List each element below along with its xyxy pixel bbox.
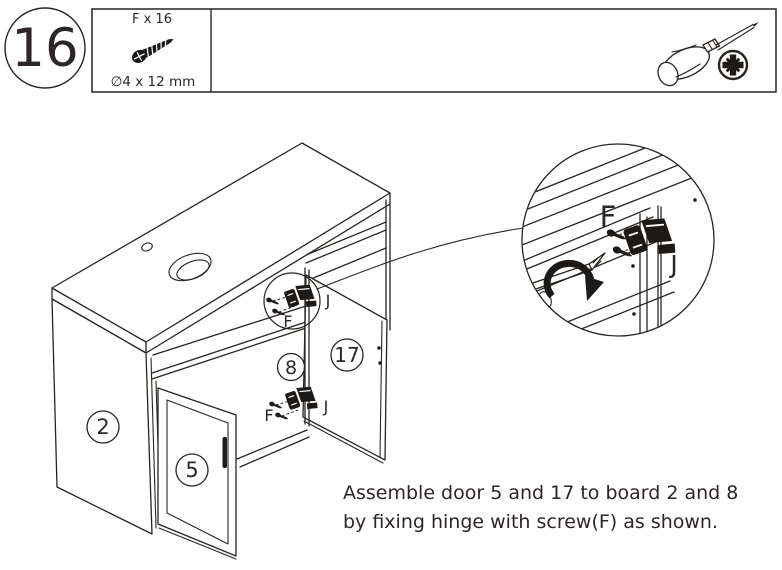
part-label-8: 8 [285, 357, 297, 379]
callout-connector-line [316, 227, 524, 290]
door-handle [222, 437, 227, 468]
lower-hinge-icon [268, 382, 320, 422]
caption-line-1: Assemble door 5 and 17 to board 2 and 8 [343, 482, 738, 504]
screwdriver-icon [657, 22, 759, 87]
rotation-arrow-icon [543, 259, 604, 301]
bottom-edge [236, 429, 310, 468]
part-balloon-17 [330, 338, 364, 372]
detail-callout-circle-small [263, 272, 321, 330]
lower-hinge-label: J [323, 397, 329, 416]
top-pilot-hole [141, 242, 153, 252]
cable-grommet-hole [168, 252, 212, 282]
detail-hinge-icon [605, 211, 679, 268]
detail-screw-label: F [600, 200, 617, 234]
caption-line-2: by fixing hinge with screw(F) as shown. [343, 511, 718, 533]
screw-count-label: F x 16 [132, 12, 172, 27]
screw-icon [131, 38, 174, 63]
phillips-bit-icon [717, 49, 749, 81]
part-label-2: 2 [96, 415, 109, 439]
instruction-caption: Assemble door 5 and 17 to board 2 and 8 … [343, 482, 738, 533]
part-balloon-5 [175, 453, 209, 487]
upper-hinge-screw-label: F [283, 312, 292, 331]
right-edge [385, 199, 391, 331]
screw-size-label: ∅4 x 12 mm [111, 74, 196, 90]
step-header: 16 [4, 7, 86, 89]
part-label-17: 17 [334, 343, 359, 367]
step-number-circle [4, 7, 86, 89]
part-label-5: 5 [185, 458, 198, 482]
detail-callout-circle-large [521, 143, 715, 337]
lower-hinge-screw-label: F [264, 406, 273, 425]
part-balloon-8 [276, 352, 306, 382]
step-number: 16 [11, 18, 78, 79]
detail-view: F J [521, 143, 715, 337]
cabinet-illustration: F J F J 2 5 8 17 [51, 142, 391, 560]
hardware-panel: F x 16 ∅4 x 12 mm [91, 8, 777, 93]
top-compartment-rails [305, 221, 387, 282]
upper-hinge-label: J [325, 291, 331, 310]
upper-hinge-icon [265, 280, 319, 318]
detail-hinge-label: J [668, 250, 677, 279]
part-balloon-2 [86, 410, 120, 444]
